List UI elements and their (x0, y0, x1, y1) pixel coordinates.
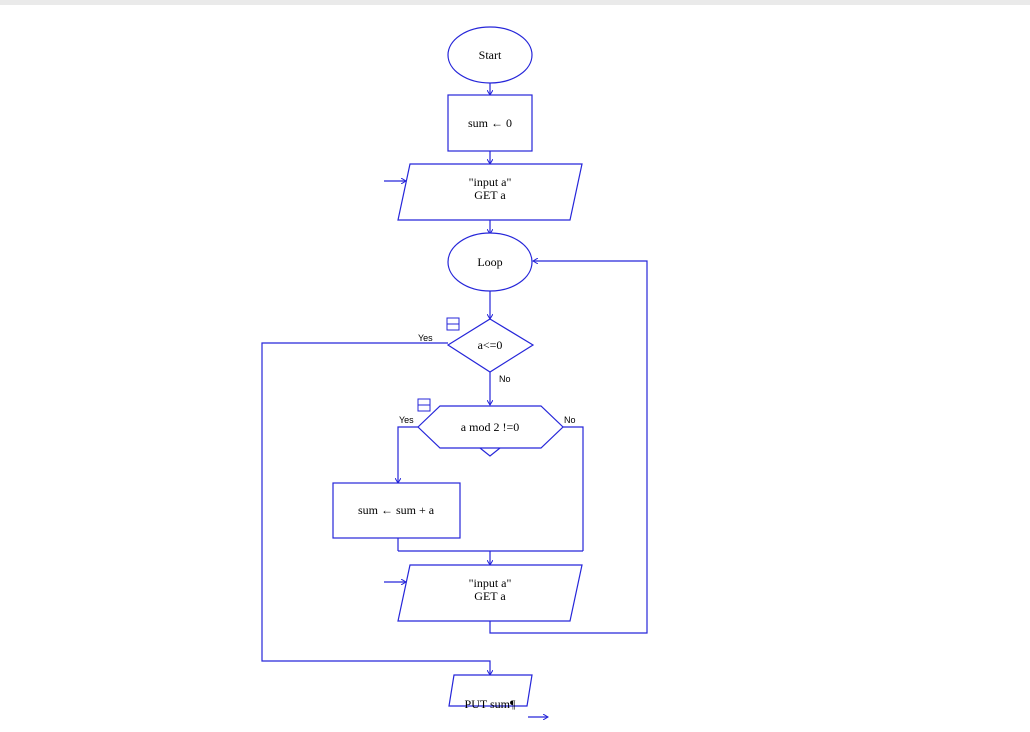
connectors (261, 83, 648, 717)
output-node: PUT sum¶ (448, 674, 533, 711)
decision-1-condition: a<=0 (478, 338, 503, 352)
input-node-2: "input a" GET a (397, 564, 583, 622)
collapse-toggle-icon[interactable] (446, 317, 460, 331)
collapse-toggle-icon[interactable] (417, 398, 431, 412)
input-node-1: "input a" GET a (397, 163, 583, 221)
input-1-line1: "input a" (469, 175, 512, 189)
start-node: Start (447, 26, 533, 84)
connector-exit-loop (261, 342, 490, 675)
init-label: sum ← 0 (468, 116, 512, 130)
decision-1-no-label: No (499, 374, 511, 384)
accumulate-label: sum ← sum + a (358, 503, 435, 517)
accumulate-process: sum ← sum + a (332, 482, 461, 539)
connector-no-branch-odd (563, 426, 584, 551)
output-label: PUT sum¶ (465, 697, 516, 711)
input-2-line1: "input a" (469, 576, 512, 590)
decision-2-yes-label: Yes (399, 415, 414, 425)
connector-loop-back (489, 261, 648, 634)
start-label: Start (479, 48, 502, 62)
loop-label: Loop (477, 255, 502, 269)
decision-2-no-label: No (564, 415, 576, 425)
decision-1-yes-label: Yes (418, 333, 433, 343)
decision-2-condition: a mod 2 !=0 (461, 420, 519, 434)
decision-a-le-zero: a<=0 Yes No (418, 318, 535, 384)
top-bar (0, 0, 1030, 5)
loop-node: Loop (447, 232, 533, 292)
input-1-line2: GET a (474, 188, 506, 202)
init-process: sum ← 0 (447, 94, 533, 152)
input-2-line2: GET a (474, 589, 506, 603)
decision-a-mod-2: a mod 2 !=0 Yes No (399, 405, 576, 457)
connector-yes-branch-odd (398, 426, 418, 483)
